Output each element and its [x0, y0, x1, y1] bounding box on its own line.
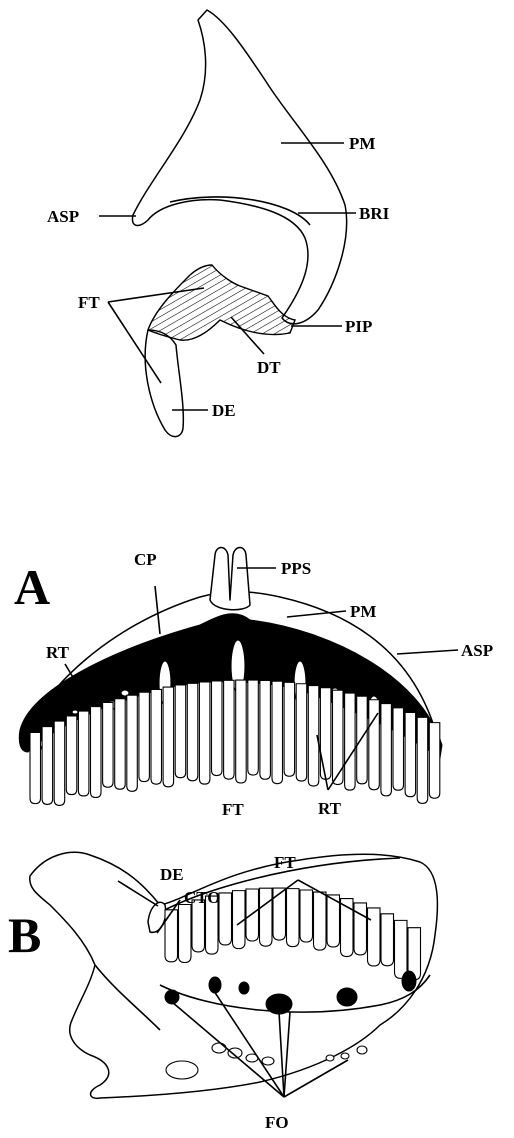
ft-tooth	[393, 708, 404, 790]
label-fo: FO	[265, 1113, 289, 1132]
foramen	[341, 1053, 349, 1059]
ft-tooth	[368, 908, 381, 966]
dentary-shape	[145, 330, 183, 437]
ft-tooth	[199, 682, 210, 784]
ft-tooth	[287, 889, 300, 947]
ft-tooth	[103, 702, 114, 787]
ft-tooth	[395, 920, 408, 978]
foramen	[212, 1043, 226, 1053]
ft-tooth	[175, 685, 186, 778]
label-rt-left: RT	[46, 643, 70, 662]
panel-a-letter: A	[14, 559, 50, 615]
ft-tooth	[192, 900, 205, 952]
panel-b-figure	[30, 852, 438, 1098]
ft-tooth	[300, 890, 313, 942]
ft-tooth	[212, 681, 223, 776]
label-ft-a: FT	[222, 800, 244, 819]
black-crown	[402, 971, 416, 991]
foramen	[228, 1048, 242, 1058]
ft-tooth	[91, 707, 102, 798]
label-de-b: DE	[160, 865, 184, 884]
ft-tooth	[115, 699, 126, 790]
label-asp: ASP	[47, 207, 79, 226]
label-pm-a: PM	[350, 602, 376, 621]
ft-tooth	[163, 687, 174, 787]
ft-tooth	[381, 914, 394, 966]
label-bri: BRI	[359, 204, 390, 223]
ft-tooth	[246, 889, 259, 941]
ft-tooth	[320, 688, 331, 780]
ft-tooth	[260, 888, 273, 946]
black-crown	[239, 982, 249, 994]
premaxilla-shape	[132, 10, 346, 324]
ft-tooth	[78, 711, 89, 796]
ft-tooth	[354, 903, 367, 955]
foramen	[262, 1057, 274, 1065]
ft-tooth	[236, 680, 247, 783]
black-crown	[165, 990, 179, 1004]
ft-tooth	[273, 888, 286, 940]
ft-tooth	[429, 723, 440, 799]
top-figure	[132, 10, 346, 437]
black-crown	[337, 988, 357, 1006]
ft-tooth	[357, 696, 368, 784]
ft-tooth	[224, 680, 235, 779]
ft-tooth	[314, 892, 327, 950]
ft-tooth	[260, 680, 271, 779]
ft-tooth	[54, 721, 64, 805]
rt-tooth	[72, 710, 78, 714]
black-crown	[266, 994, 292, 1014]
ft-tooth	[327, 895, 340, 947]
ft-tooth	[381, 704, 392, 796]
label-ft: FT	[78, 293, 100, 312]
ft-tooth	[284, 682, 295, 776]
ft-tooth	[42, 727, 53, 805]
ft-tooth	[272, 681, 283, 783]
label-dt: DT	[257, 358, 281, 377]
ft-tooth	[417, 717, 428, 803]
ft-tooth	[30, 732, 41, 803]
label-rt-right: RT	[318, 799, 342, 818]
ft-tooth	[66, 716, 77, 795]
foramen	[326, 1055, 334, 1061]
foramen	[357, 1046, 367, 1054]
ft-tooth	[345, 693, 356, 790]
foramen	[166, 1061, 198, 1079]
label-cp: CP	[134, 550, 157, 569]
label-de: DE	[212, 401, 236, 420]
ft-tooth	[219, 893, 232, 945]
pps-prongs	[210, 548, 250, 610]
ft-tooth	[151, 689, 162, 784]
panel-b-letter: B	[8, 907, 41, 963]
ft-tooth	[179, 905, 192, 963]
ft-tooth	[139, 692, 150, 781]
ft-tooth	[248, 680, 258, 775]
ft-tooth	[296, 684, 307, 781]
label-asp-a: ASP	[461, 641, 493, 660]
label-cto: CTO	[184, 888, 221, 907]
ft-tooth	[405, 712, 416, 796]
label-pm: PM	[349, 134, 375, 153]
ft-tooth	[187, 683, 198, 780]
label-pps: PPS	[281, 559, 311, 578]
panel-b-dentary	[30, 852, 438, 1098]
ft-tooth	[127, 695, 138, 791]
dt-hatched-region	[148, 265, 295, 340]
label-ft-b: FT	[274, 853, 296, 872]
asp-a-leader	[397, 650, 458, 654]
label-pip: PIP	[345, 317, 372, 336]
